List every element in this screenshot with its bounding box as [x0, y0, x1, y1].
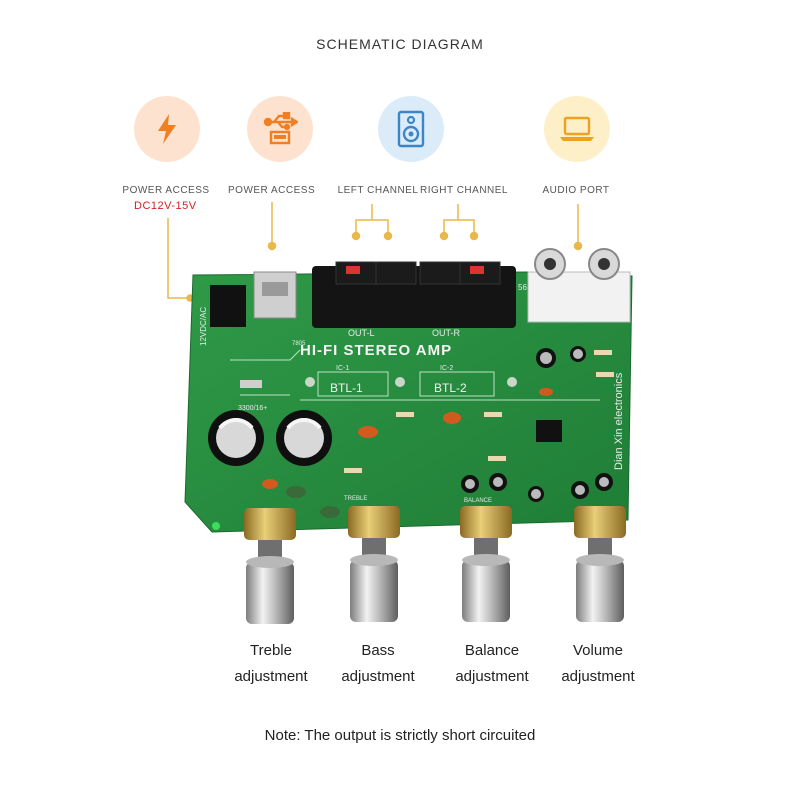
treble-caption-line2: adjustment — [234, 668, 308, 685]
dc-power-jack — [210, 285, 246, 327]
rca-audio-jacks — [527, 271, 631, 323]
leader-lines — [167, 202, 583, 302]
note-text: Note: The output is strictly short circu… — [264, 727, 536, 744]
bass-caption-line1: Bass — [361, 642, 395, 659]
btl1-text: BTL-1 — [330, 381, 363, 395]
btl2-text: BTL-2 — [434, 381, 467, 395]
knob-balance[interactable] — [460, 506, 512, 622]
balance-caption-line1: Balance — [464, 642, 520, 659]
power-in-text: 12VDC/AC — [199, 307, 208, 346]
volume-caption-line2: adjustment — [561, 668, 635, 685]
bass-caption-line2: adjustment — [341, 668, 415, 685]
left-channel-label: LEFT CHANNEL — [337, 185, 419, 196]
speaker-icon-circle — [378, 96, 444, 162]
laptop-icon-circle — [544, 96, 610, 162]
pin-silk-text: 56 — [518, 283, 527, 292]
volume-caption: Volume adjustment — [538, 638, 658, 690]
capacitor-value-text: 3300/16+ — [238, 405, 267, 412]
usb-icon — [263, 112, 298, 145]
power-icon-circle — [134, 96, 200, 162]
ic2-text: IC-2 — [440, 365, 453, 372]
power-access-label: POWER ACCESS — [122, 185, 210, 196]
knob-bass[interactable] — [348, 506, 400, 622]
balance-silk-text: BALANCE — [464, 498, 492, 504]
regulator-text: 7805 — [292, 341, 306, 347]
treble-caption-line1: Treble — [250, 642, 292, 659]
small-components — [212, 346, 614, 530]
speaker-icon — [397, 110, 425, 148]
balance-caption-line2: adjustment — [455, 668, 529, 685]
knob-volume[interactable] — [574, 506, 626, 622]
maker-text: Dian Xin electronics — [613, 372, 625, 470]
voltage-spec-label: DC12V-15V — [134, 200, 197, 212]
laptop-icon — [560, 116, 594, 141]
page-title: SCHEMATIC DIAGRAM — [316, 36, 484, 52]
knob-treble[interactable] — [244, 508, 296, 624]
ic1-text: IC-1 — [336, 365, 349, 372]
usb-icon-circle — [247, 96, 313, 162]
audio-port-label: AUDIO PORT — [542, 185, 610, 196]
board-model-text: HI-FI STEREO AMP — [300, 342, 452, 359]
volume-caption-line1: Volume — [572, 642, 624, 659]
treble-caption: Treble adjustment — [211, 638, 331, 690]
out-l-text: OUT-L — [348, 328, 375, 338]
treble-silk-text: TREBLE — [344, 496, 367, 502]
right-channel-label: RIGHT CHANNEL — [420, 185, 508, 196]
balance-caption: Balance adjustment — [432, 638, 552, 690]
usb-power-label: POWER ACCESS — [228, 185, 316, 196]
lightning-icon — [158, 114, 176, 144]
out-r-text: OUT-R — [432, 328, 460, 338]
bass-caption: Bass adjustment — [318, 638, 438, 690]
